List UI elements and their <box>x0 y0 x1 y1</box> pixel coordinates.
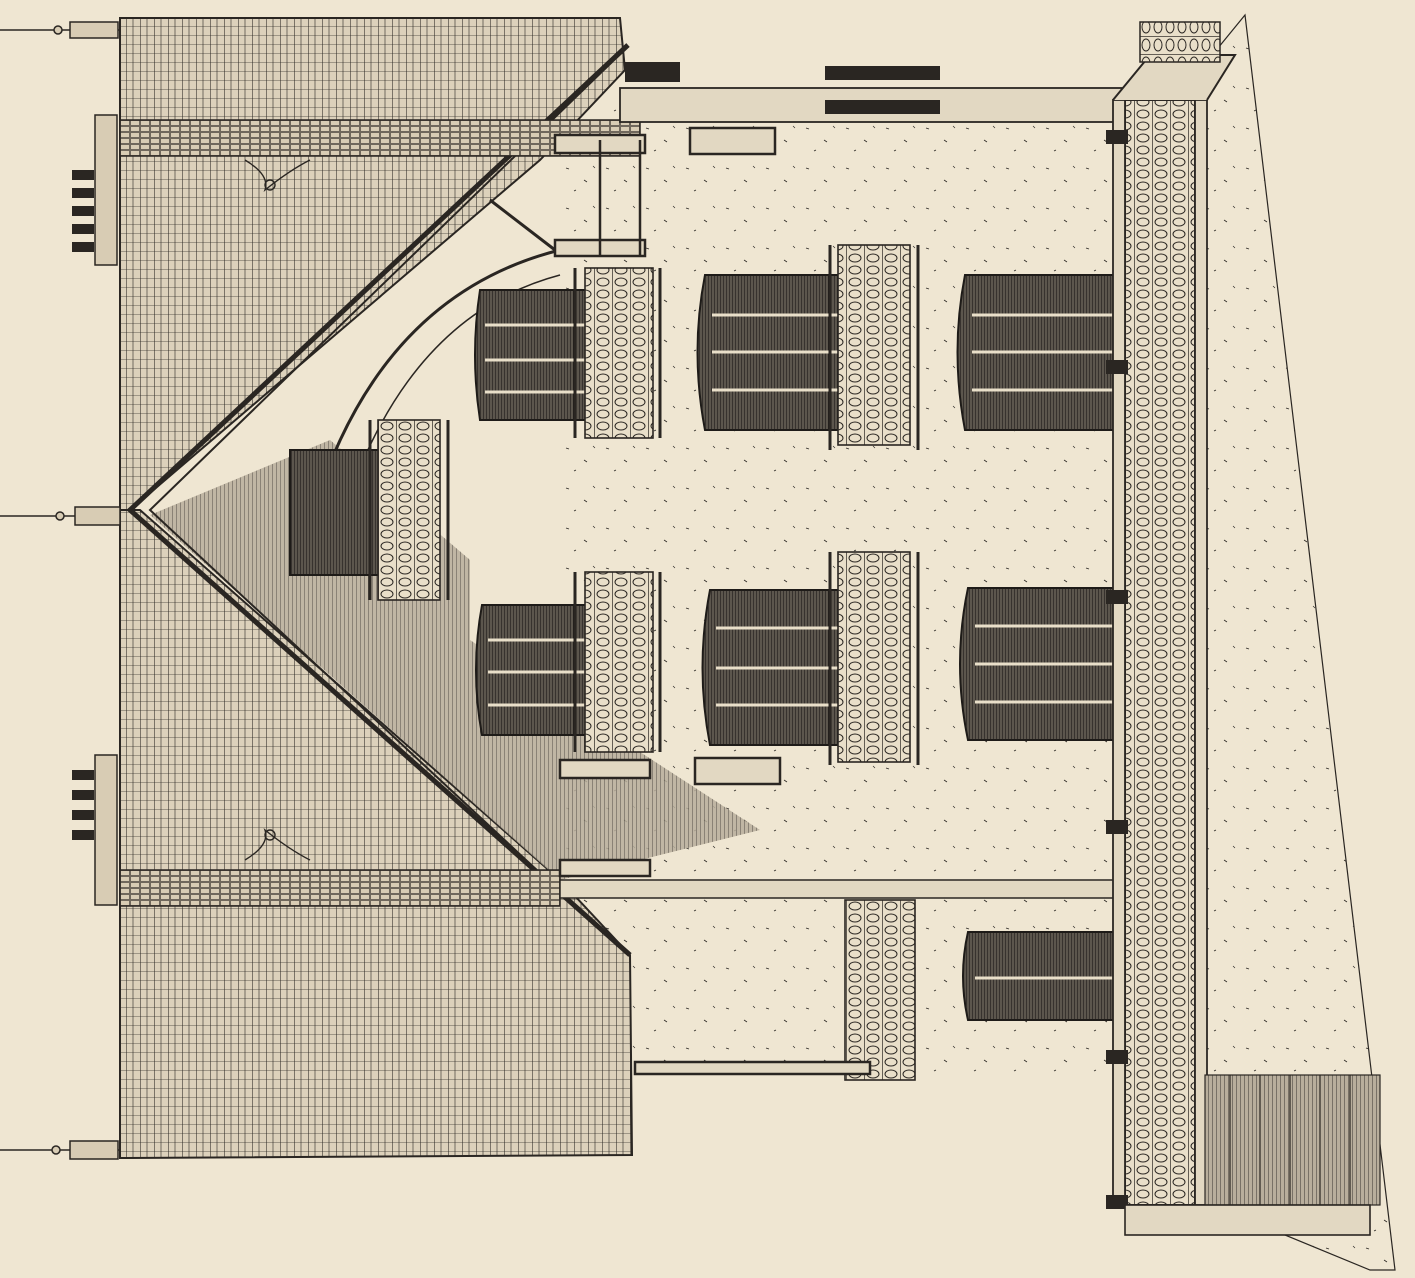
verandah-post-caps <box>1106 130 1128 1209</box>
verandah-rail-outer <box>1194 99 1208 1206</box>
window-muntins-upper <box>485 313 1116 394</box>
gable-collar <box>489 198 556 252</box>
verandah-rail-inner <box>1112 99 1126 1206</box>
chimney-cap-upper <box>94 114 118 266</box>
finial-top <box>0 21 120 39</box>
window-muntins-lower <box>488 624 1118 980</box>
chimney-cap-lower <box>94 754 118 906</box>
chimney-upper <box>119 119 641 157</box>
cornice-beam-bottom <box>559 879 1121 899</box>
verandah-top-baluster <box>1139 21 1221 63</box>
cresting-ornaments <box>625 62 940 114</box>
roof-ornament-lower <box>244 827 311 861</box>
entry-steps <box>1204 1074 1381 1206</box>
verandah-balustrade <box>1124 99 1196 1206</box>
verandah-base <box>1124 1204 1371 1236</box>
finial-middle <box>0 506 121 526</box>
gable-rake-inner <box>148 61 613 941</box>
gable-rake <box>126 43 632 957</box>
chimney-pots-lower <box>72 770 94 840</box>
roof-ornament-upper <box>244 159 311 193</box>
finial-bottom <box>0 1140 120 1160</box>
window-balconies <box>377 244 916 1081</box>
chimney-lower <box>119 869 561 907</box>
chimney-pots-upper <box>72 170 94 252</box>
balcony-rails <box>368 245 920 765</box>
porch-brackets <box>553 126 872 1076</box>
